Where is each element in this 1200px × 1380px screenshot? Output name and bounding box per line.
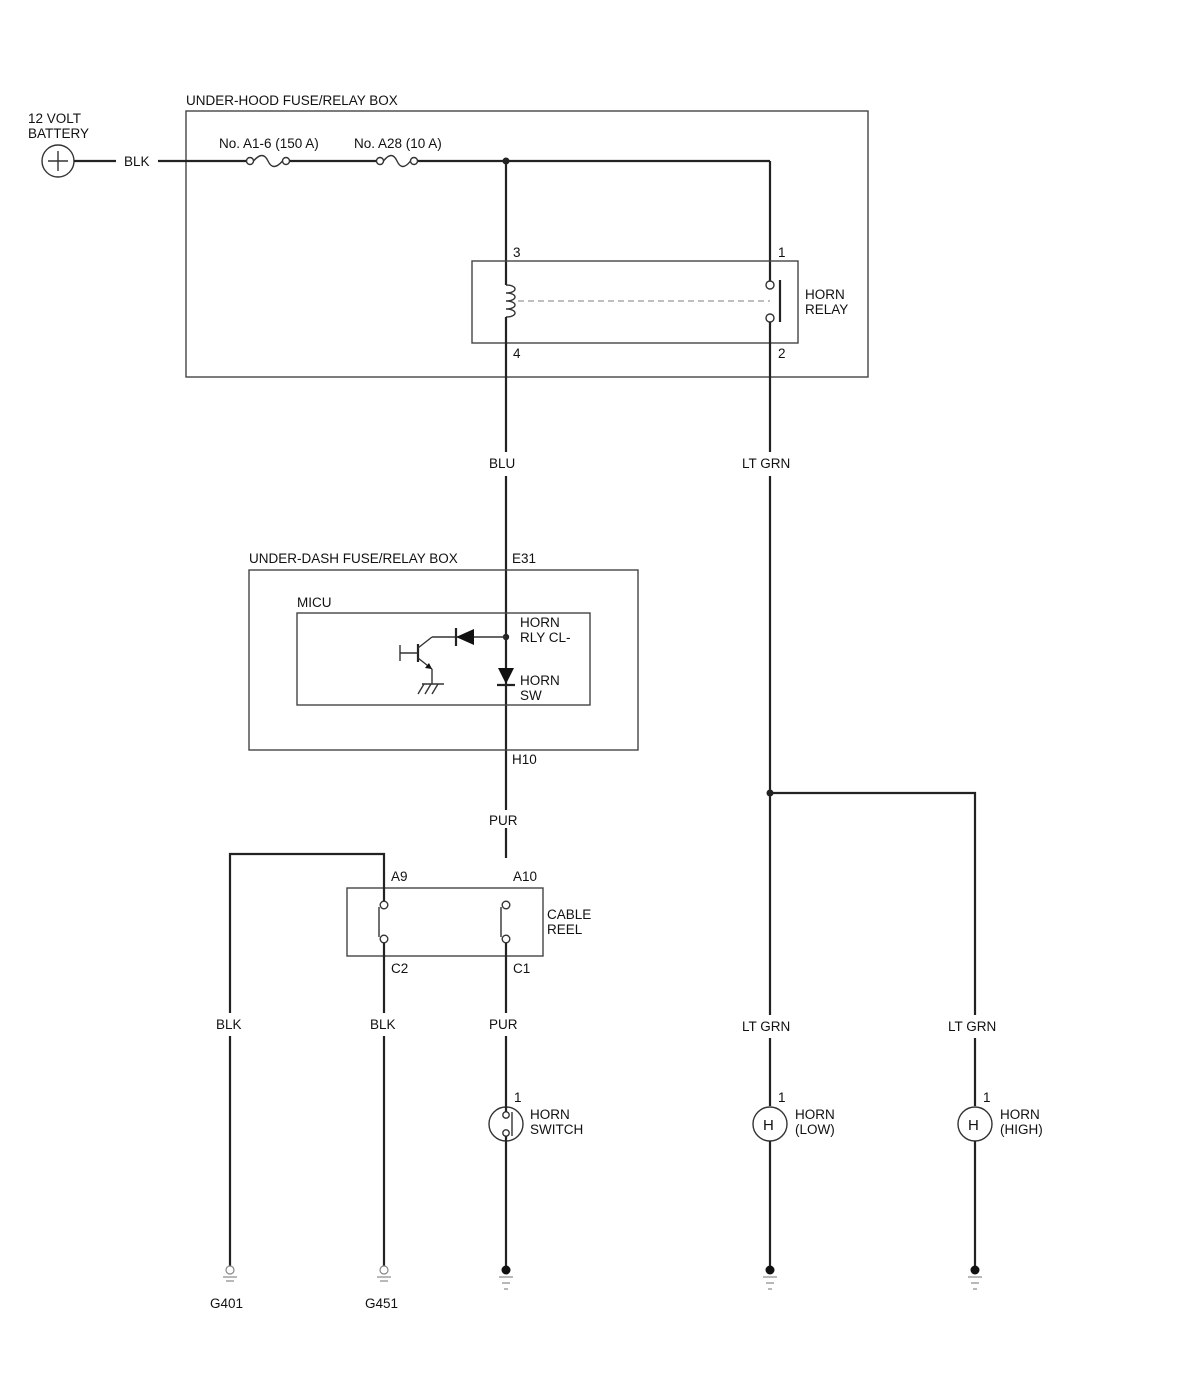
- horn-relay: 3 4 1 2 HORN RELAY: [471, 245, 848, 361]
- blu-wire: BLU: [489, 317, 515, 858]
- blu-wire-label: BLU: [489, 456, 515, 471]
- lt-grn-wire: LT GRN: [742, 322, 977, 1015]
- fuse-a1-6-icon: [245, 154, 291, 168]
- relay-coil-icon: [505, 284, 516, 318]
- reel-contact-c2: [379, 934, 389, 944]
- under-hood-box-outline: [185, 110, 869, 378]
- fuse-a1-6-label: No. A1-6 (150 A): [219, 136, 319, 151]
- horn-high-feed: [770, 791, 977, 1015]
- cable-reel: A9 A10 C2 C1 CABLE REEL: [346, 869, 591, 976]
- blk-wire-label-left: BLK: [216, 1017, 242, 1032]
- horn-relay-label-line2: RELAY: [805, 302, 848, 317]
- horn-relay-label-line1: HORN: [805, 287, 845, 302]
- under-dash-fuse-relay-box: UNDER-DASH FUSE/RELAY BOX E31 H10: [248, 551, 639, 767]
- horn-relay-outline: [471, 260, 799, 344]
- cable-reel-pin-c1: C1: [513, 961, 530, 976]
- horn-relay-pin-1: 1: [778, 245, 786, 260]
- fuse-a28-label: No. A28 (10 A): [354, 136, 442, 151]
- horn-switch-pin: 1: [514, 1090, 522, 1105]
- battery-wire-color: BLK: [124, 154, 150, 169]
- ground-wire-g451: BLK G451: [365, 943, 398, 1311]
- reel-contact-a10: [501, 900, 511, 910]
- cable-reel-label-line1: CABLE: [547, 907, 591, 922]
- horn-low-label-line2: (LOW): [795, 1122, 835, 1137]
- cable-reel-label-line2: REEL: [547, 922, 583, 937]
- horn-high-wire-label: LT GRN: [948, 1019, 996, 1034]
- lt-grn-wire-label: LT GRN: [742, 456, 790, 471]
- ground-g401-label: G401: [210, 1296, 243, 1311]
- ground-horn-high-icon: [970, 1265, 980, 1275]
- horn-high-symbol: H: [968, 1117, 979, 1134]
- ground-horn-switch-icon: [501, 1265, 511, 1275]
- ground-horn-low-icon: [765, 1265, 775, 1275]
- horn-relay-pin-3: 3: [513, 245, 521, 260]
- ground-g451-label: G451: [365, 1296, 398, 1311]
- micu-pin-horn-sw-line2: SW: [520, 688, 542, 703]
- battery-label-line2: BATTERY: [28, 126, 89, 141]
- cable-reel-pin-c2: C2: [391, 961, 408, 976]
- blk-wire-label-c2: BLK: [370, 1017, 396, 1032]
- reel-contact-a9: [379, 900, 389, 910]
- micu-title: MICU: [297, 595, 332, 610]
- horn-switch-wire: PUR: [489, 943, 518, 1290]
- cable-reel-pin-a9: A9: [391, 869, 408, 884]
- horn-switch-icon: [502, 1111, 510, 1119]
- horn-switch-label-line2: SWITCH: [530, 1122, 583, 1137]
- horn-high-label-line1: HORN: [1000, 1107, 1040, 1122]
- horn-low-label-line1: HORN: [795, 1107, 835, 1122]
- horn-low-wire-label: LT GRN: [742, 1019, 790, 1034]
- pur-wire-label-top: PUR: [489, 813, 518, 828]
- horn-high: LT GRN 1 H HORN (HIGH): [948, 1019, 1043, 1290]
- horn-high-pin: 1: [983, 1090, 991, 1105]
- horn-low-symbol: H: [763, 1117, 774, 1134]
- relay-contact-bottom: [765, 313, 775, 323]
- micu: MICU HORN RLY CL- HORN SW: [296, 595, 591, 706]
- main-feed-wire: [158, 154, 772, 285]
- cable-reel-pin-a10: A10: [513, 869, 537, 884]
- horn-switch-label-line1: HORN: [530, 1107, 570, 1122]
- chassis-ground-icon: [417, 683, 444, 695]
- horn-low: LT GRN 1 H HORN (LOW): [742, 1019, 835, 1290]
- horn-relay-pin-4: 4: [513, 346, 521, 361]
- transistor-icon: [399, 636, 433, 684]
- micu-pin-horn-rly-line1: HORN: [520, 615, 560, 630]
- diode-vertical-icon: [497, 668, 515, 687]
- relay-contact-top: [765, 280, 775, 290]
- fuse-a28-icon: [375, 154, 419, 168]
- reel-contact-c1: [501, 934, 511, 944]
- horn-low-pin: 1: [778, 1090, 786, 1105]
- horn-relay-pin-2: 2: [778, 346, 786, 361]
- under-dash-box-title: UNDER-DASH FUSE/RELAY BOX: [249, 551, 458, 566]
- horn-high-label-line2: (HIGH): [1000, 1122, 1043, 1137]
- cable-reel-outline: [346, 887, 544, 957]
- ground-g401-icon: [225, 1265, 235, 1275]
- connector-e31: E31: [512, 551, 536, 566]
- under-dash-box-outline: [248, 569, 639, 751]
- horn-switch: 1 HORN SWITCH: [488, 1090, 583, 1142]
- ground-g451-icon: [379, 1265, 389, 1275]
- battery: 12 VOLT BATTERY BLK: [28, 111, 150, 178]
- connector-h10: H10: [512, 752, 537, 767]
- micu-pin-horn-rly-line2: RLY CL-: [520, 630, 571, 645]
- under-hood-box-title: UNDER-HOOD FUSE/RELAY BOX: [186, 93, 398, 108]
- ground-wire-g401: BLK G401: [210, 852, 386, 1311]
- pur-wire-label-bottom: PUR: [489, 1017, 518, 1032]
- micu-outline: [296, 612, 591, 706]
- diode-horizontal-icon: [454, 628, 474, 646]
- under-hood-fuse-relay-box: UNDER-HOOD FUSE/RELAY BOX No. A1-6 (150 …: [185, 93, 869, 378]
- battery-label-line1: 12 VOLT: [28, 111, 81, 126]
- micu-pin-horn-sw-line1: HORN: [520, 673, 560, 688]
